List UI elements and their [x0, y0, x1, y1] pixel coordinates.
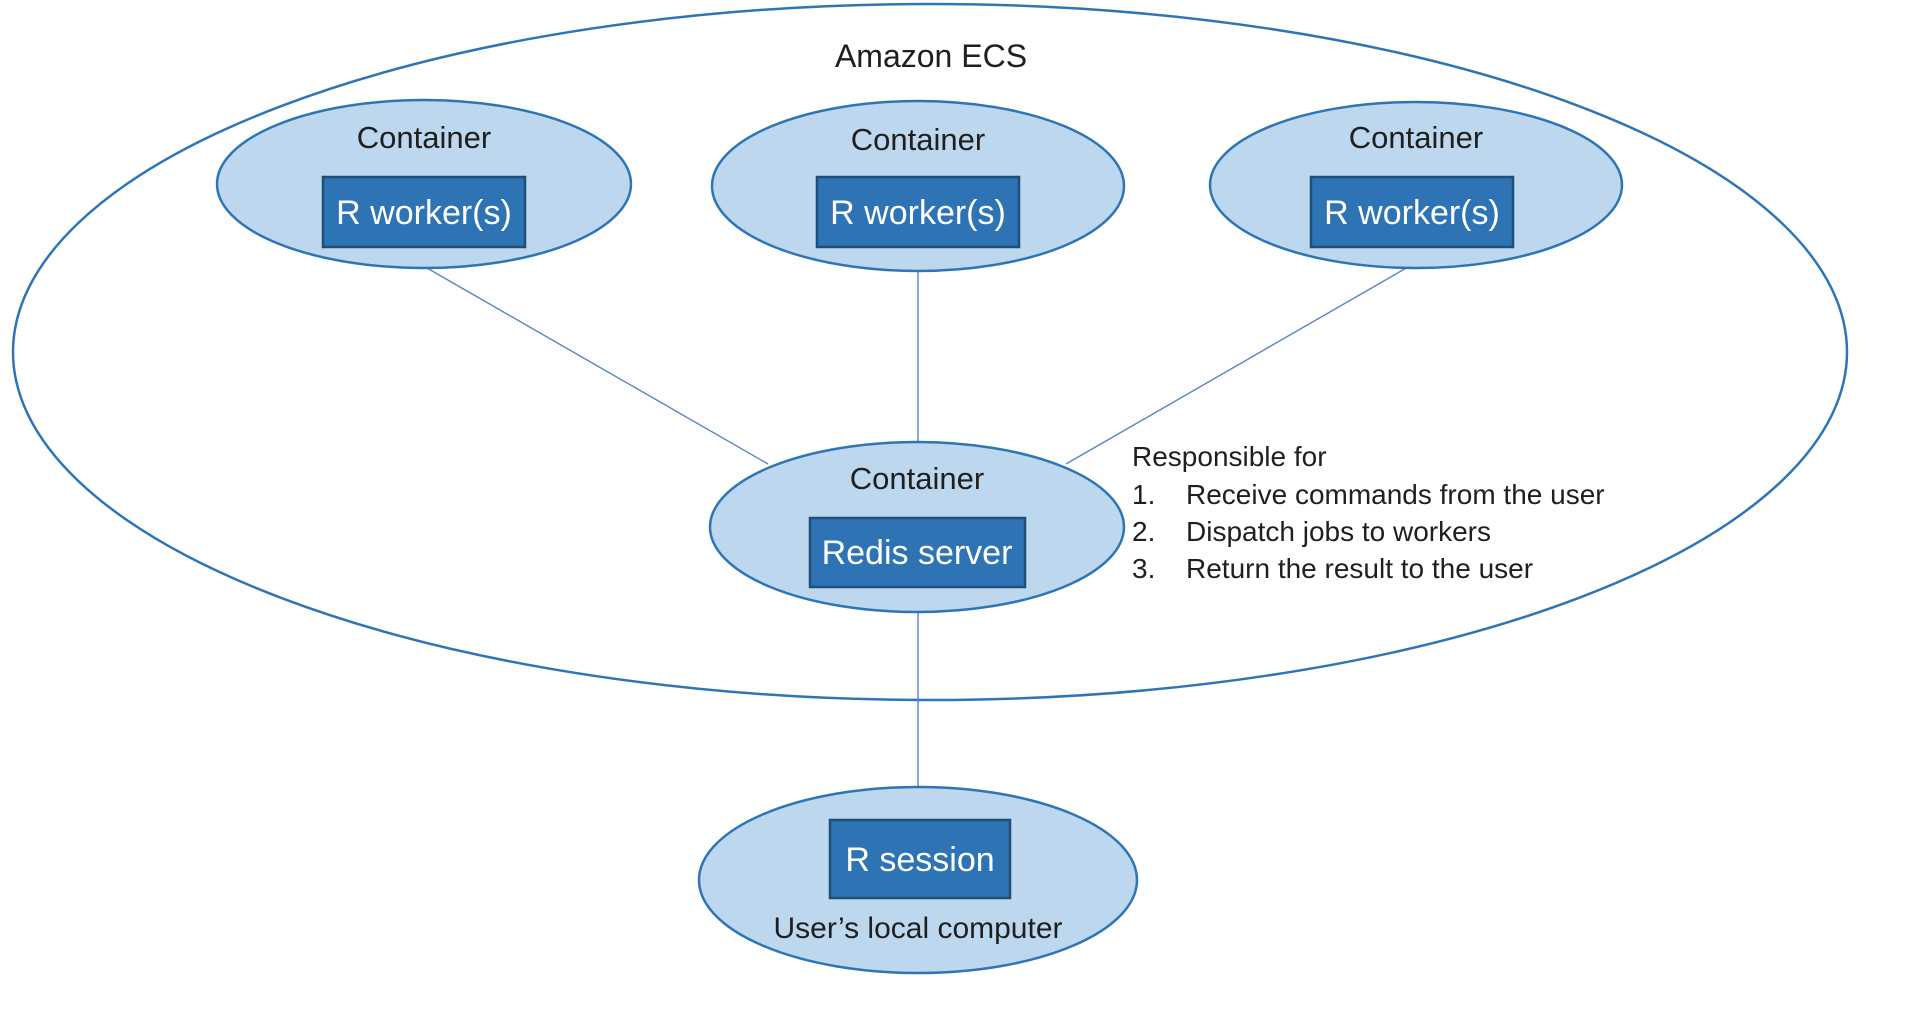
worker-container-3-box-label: R worker(s) [1324, 194, 1500, 232]
note-item-3-number: 3. [1132, 553, 1155, 584]
note-item-3-text: Return the result to the user [1186, 553, 1533, 584]
r-session-box [828, 818, 1012, 900]
diagram-title: Amazon ECS [835, 38, 1027, 74]
note-item-1-text: Receive commands from the user [1186, 479, 1605, 510]
worker-container-3-label: Container [1349, 120, 1483, 155]
note-item-2-text: Dispatch jobs to workers [1186, 516, 1491, 547]
worker-container-2-box-label: R worker(s) [830, 194, 1006, 232]
amazon-ecs-boundary-ellipse [11, 2, 1849, 702]
note-item-1-number: 1. [1132, 479, 1155, 510]
redis-container-label: Container [850, 461, 984, 496]
worker-container-1-label: Container [357, 120, 491, 155]
note-heading: Responsible for [1132, 441, 1327, 472]
worker-container-1-box-label: R worker(s) [336, 194, 512, 232]
connector-worker3-to-redis [1065, 266, 1409, 465]
worker-container-3: Container R worker(s) [1208, 100, 1624, 270]
worker-container-2: Container R worker(s) [710, 99, 1126, 273]
worker-container-2-label: Container [851, 122, 985, 157]
responsibilities-note: Responsible for 1. Receive commands from… [1132, 441, 1605, 584]
redis-server-box [808, 516, 1027, 589]
note-item-2-number: 2. [1132, 516, 1155, 547]
worker-container-1-box [321, 175, 527, 249]
worker-container-2-box [815, 175, 1021, 249]
worker-container-3-box [1309, 175, 1515, 249]
redis-container: Container Redis server [708, 440, 1126, 614]
local-computer-label: User’s local computer [774, 912, 1063, 945]
connector-worker1-to-redis [426, 267, 769, 465]
worker-container-1: Container R worker(s) [215, 98, 633, 270]
local-computer: R session User’s local computer [697, 785, 1139, 975]
redis-server-box-label: Redis server [822, 534, 1013, 572]
r-session-box-label: R session [845, 841, 994, 879]
